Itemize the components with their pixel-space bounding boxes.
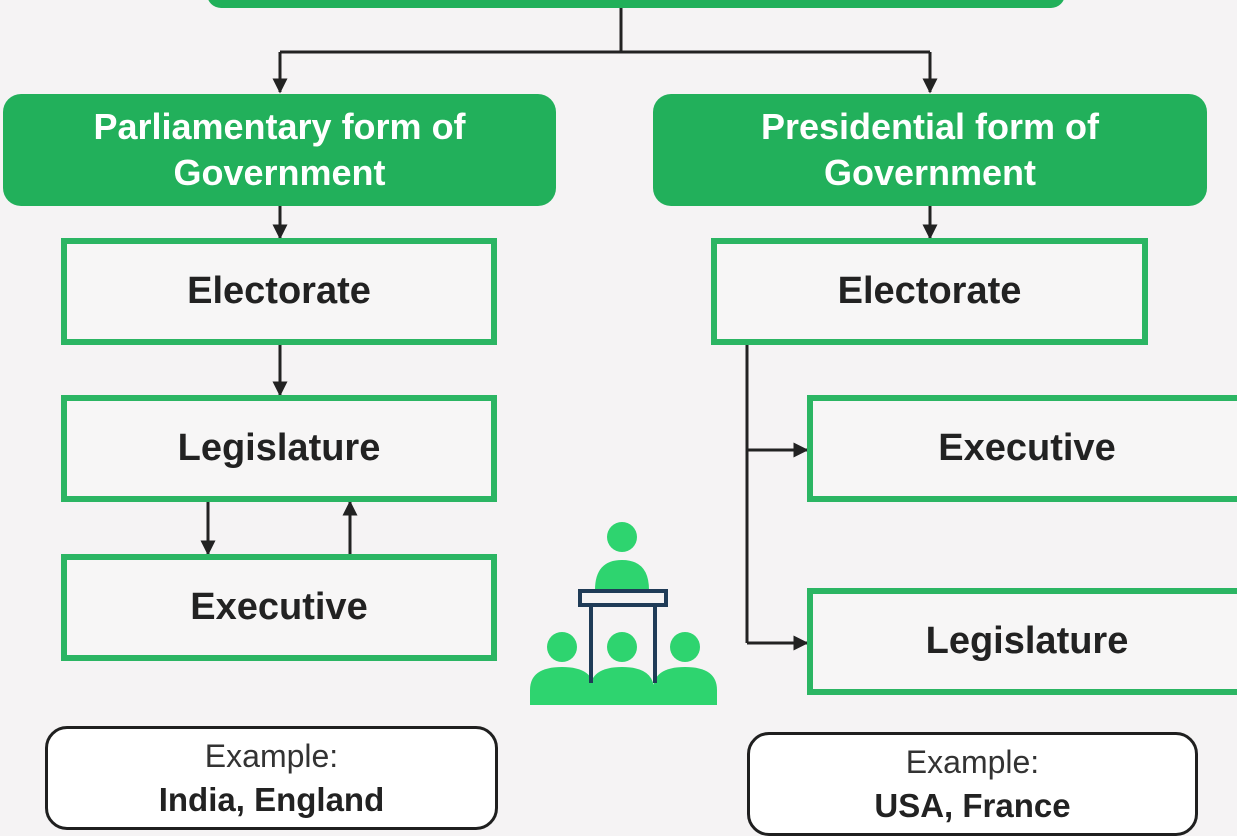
parliamentary-example-value: India, England [158, 781, 385, 818]
parliamentary-electorate-box: Electorate [61, 238, 497, 345]
presidential-electorate-box: Electorate [711, 238, 1148, 345]
parliamentary-executive-box: Executive [61, 554, 497, 661]
presidential-header: Presidential form of Government [653, 94, 1207, 206]
parliamentary-title-line2: Government [173, 152, 386, 193]
parliamentary-legislature-box: Legislature [61, 395, 497, 502]
presidential-title-line1: Presidential form of [760, 106, 1100, 147]
presidential-example-label: Example: [905, 744, 1040, 780]
parliamentary-title-line1: Parliamentary form of [93, 106, 466, 147]
presidential-title-line2: Government [823, 152, 1037, 193]
root-header-box [207, 0, 1065, 8]
parliamentary-example-label: Example: [204, 738, 339, 774]
presidential-example-value: USA, France [874, 787, 1071, 824]
parliamentary-header: Parliamentary form of Government [3, 94, 556, 206]
presidential-legislature-box: Legislature [807, 588, 1237, 695]
assembly-lectern-icon [530, 522, 717, 705]
parliamentary-example-box: Example: India, England [45, 726, 498, 830]
presidential-executive-box: Executive [807, 395, 1237, 502]
presidential-example-box: Example: USA, France [747, 732, 1198, 836]
